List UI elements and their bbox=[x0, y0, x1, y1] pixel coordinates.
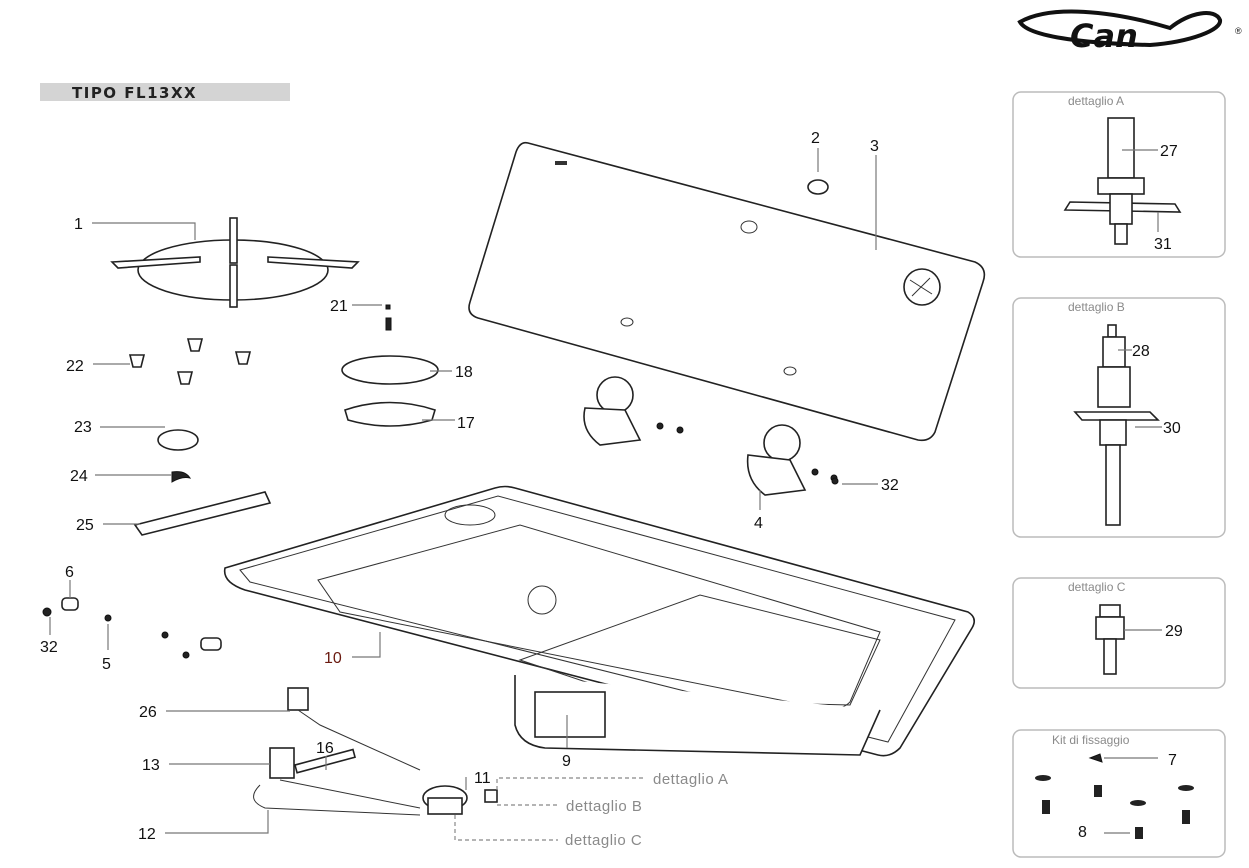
leader-lines bbox=[49, 148, 878, 841]
sink-body bbox=[223, 485, 976, 757]
callout-32: 32 bbox=[40, 639, 58, 656]
detail-box-c: dettaglio C 29 bbox=[1012, 577, 1226, 689]
callout-6: 6 bbox=[65, 564, 74, 581]
page-title: TIPO FL13XX bbox=[72, 84, 197, 102]
detail-box-title: dettaglio A bbox=[1068, 94, 1124, 108]
callout-29: 29 bbox=[1165, 623, 1183, 640]
callout-2: 2 bbox=[811, 130, 820, 147]
registered-mark: ® bbox=[1235, 26, 1242, 36]
callout-5: 5 bbox=[102, 656, 111, 673]
callout-8: 8 bbox=[1078, 824, 1087, 841]
detail-ref-b: dettaglio B bbox=[566, 798, 642, 815]
callout-17: 17 bbox=[457, 415, 475, 432]
callout-7: 7 bbox=[1168, 752, 1177, 769]
detail-box-kit: Kit di fissaggio 7 8 bbox=[1012, 729, 1226, 858]
callout-11: 11 bbox=[474, 770, 491, 787]
detail-ref-a: dettaglio A bbox=[653, 771, 729, 788]
hinges bbox=[583, 376, 838, 496]
gas-valve-assembly bbox=[253, 687, 498, 816]
grommet-2 bbox=[807, 179, 829, 195]
detail-box-title: dettaglio C bbox=[1068, 580, 1126, 594]
callout-23: 23 bbox=[74, 419, 92, 436]
detail-box-b: dettaglio B 28 30 bbox=[1012, 297, 1226, 538]
callout-9: 9 bbox=[562, 753, 571, 770]
small-parts bbox=[42, 304, 839, 659]
callout-10: 10 bbox=[324, 650, 342, 667]
callout-3: 3 bbox=[870, 138, 879, 155]
callout-32: 32 bbox=[881, 477, 899, 494]
callout-25: 25 bbox=[76, 517, 94, 534]
title-bar bbox=[40, 83, 290, 101]
callout-18: 18 bbox=[455, 364, 473, 381]
callout-16: 16 bbox=[316, 740, 334, 757]
detail-ref-c: dettaglio C bbox=[565, 832, 642, 849]
callout-4: 4 bbox=[754, 515, 763, 532]
callout-31: 31 bbox=[1154, 236, 1172, 253]
callout-21: 21 bbox=[330, 298, 348, 315]
callouts: 1 2 3 21 22 18 17 23 24 32 25 4 6 10 32 … bbox=[40, 130, 899, 849]
logo-text: Can bbox=[1070, 17, 1138, 55]
callout-28: 28 bbox=[1132, 343, 1150, 360]
callout-24: 24 bbox=[70, 468, 88, 485]
brand-logo: Can ® bbox=[1017, 9, 1242, 55]
detail-box-title: Kit di fissaggio bbox=[1052, 733, 1130, 747]
callout-12: 12 bbox=[138, 826, 156, 843]
callout-26: 26 bbox=[139, 704, 157, 721]
detail-box-title: dettaglio B bbox=[1068, 300, 1125, 314]
callout-1: 1 bbox=[74, 216, 83, 233]
callout-13: 13 bbox=[142, 757, 160, 774]
detail-box-a: dettaglio A 27 31 bbox=[1012, 91, 1226, 258]
callout-22: 22 bbox=[66, 358, 84, 375]
callout-27: 27 bbox=[1160, 143, 1178, 160]
callout-30: 30 bbox=[1163, 420, 1181, 437]
glass-lid bbox=[468, 141, 986, 442]
pan-support bbox=[110, 217, 360, 308]
